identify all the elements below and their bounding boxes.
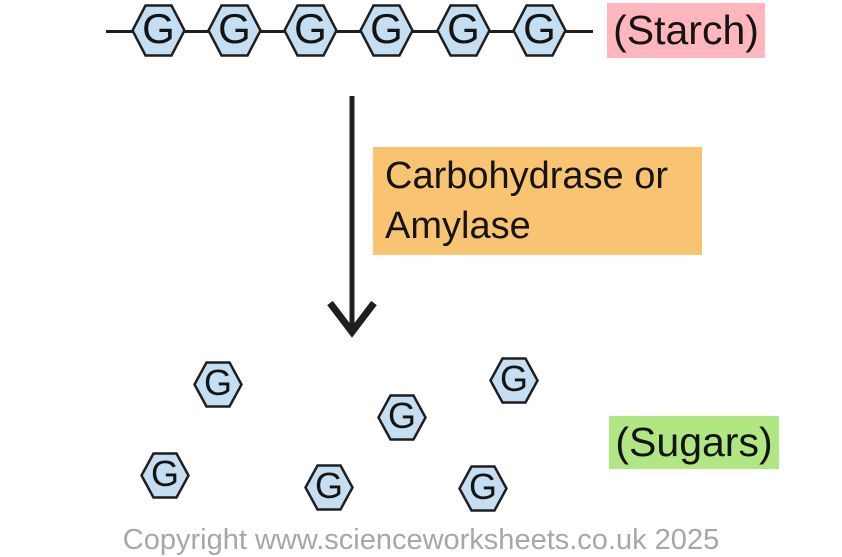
hexagon-icon [512,4,567,57]
sugar-glucose-unit: G [489,357,539,404]
starch-glucose-unit: G [283,4,338,57]
enzyme-name-line2: Amylase [385,205,531,247]
sugar-glucose-unit: G [140,452,190,499]
hexagon-icon [131,4,186,57]
hexagon-icon [283,4,338,57]
hexagon-icon [436,4,491,57]
sugar-glucose-unit: G [458,465,508,512]
enzyme-box: Carbohydrase or Amylase [373,147,702,255]
downward-arrow-icon [327,96,377,338]
enzyme-name-line1: Carbohydrase or [385,155,669,197]
glucose-letter: G [218,5,251,52]
hexagon-icon [359,4,414,57]
starch-chain-bond-line [106,30,593,33]
hexagon-icon [193,361,243,408]
hexagon-icon [377,394,427,441]
sugar-glucose-unit: G [193,361,243,408]
glucose-letter: G [523,5,556,52]
glucose-letter: G [447,5,480,52]
sugar-glucose-unit: G [304,464,354,511]
glucose-letter: G [203,362,232,403]
sugar-glucose-unit: G [377,394,427,441]
glucose-letter: G [150,453,179,494]
hexagon-icon [458,465,508,512]
copyright-text: Copyright www.scienceworksheets.co.uk 20… [122,524,720,556]
starch-glucose-unit: G [207,4,262,57]
hexagon-icon [140,452,190,499]
glucose-letter: G [294,5,327,52]
hexagon-icon [207,4,262,57]
starch-glucose-unit: G [131,4,186,57]
glucose-letter: G [387,395,416,436]
starch-glucose-unit: G [436,4,491,57]
glucose-letter: G [468,466,497,507]
hexagon-icon [489,357,539,404]
hexagon-icon [304,464,354,511]
glucose-letter: G [142,5,175,52]
starch-glucose-unit: G [359,4,414,57]
starch-label: (Starch) [607,3,765,58]
glucose-letter: G [314,465,343,506]
glucose-letter: G [370,5,403,52]
starch-glucose-unit: G [512,4,567,57]
glucose-letter: G [499,358,528,399]
sugars-label: (Sugars) [609,416,779,469]
